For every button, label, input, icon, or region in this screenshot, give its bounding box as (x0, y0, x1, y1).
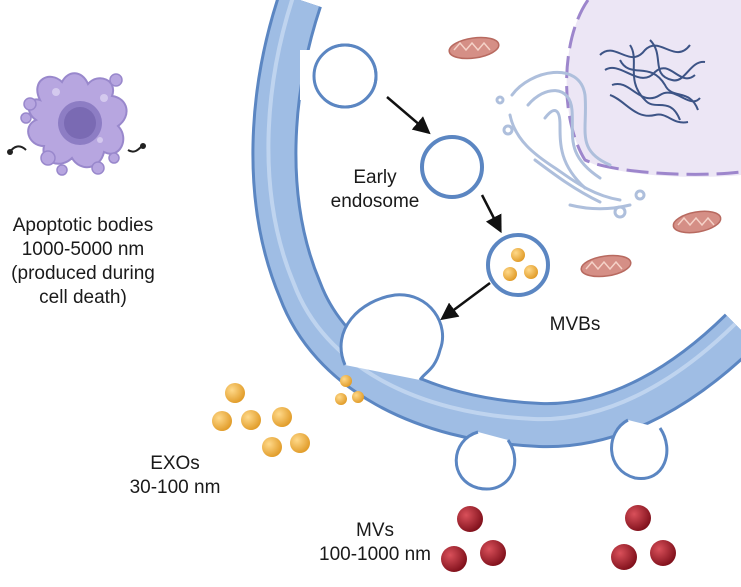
apoptotic-bodies-label: Apoptotic bodies 1000-5000 nm (produced … (0, 214, 166, 310)
apoptotic-label-line-2: 1000-5000 nm (21, 239, 145, 260)
apoptotic-label-line-1: Apoptotic bodies (12, 215, 154, 236)
exos-label: EXOs 30-100 nm (125, 452, 225, 500)
mvs-label-line-2: 100-1000 nm (319, 544, 431, 565)
mvs-label: MVs 100-1000 nm (310, 519, 440, 567)
arrow-to-membrane (440, 281, 491, 321)
arrow-to-mvb (480, 194, 502, 234)
microvesicles-left (441, 506, 506, 572)
exosome-cluster (212, 383, 310, 457)
microvesicles-right (611, 505, 676, 570)
nucleus (565, 0, 741, 177)
endocytic-bud (300, 43, 378, 109)
mitochondrion-1 (448, 36, 500, 60)
mv-bud-left (454, 430, 517, 491)
chromatin (599, 39, 706, 124)
apoptotic-label-line-4: cell death) (39, 287, 127, 308)
early-endosome-label: Early endosome (330, 166, 420, 214)
mvb-vesicle (486, 233, 550, 297)
mvs-label-line-1: MVs (356, 520, 394, 541)
early-endosome-label-line-2: endosome (330, 191, 420, 212)
apoptotic-body (7, 72, 146, 176)
exos-label-line-1: EXOs (150, 453, 200, 474)
exos-label-line-2: 30-100 nm (129, 477, 221, 498)
mitochondrion-3 (580, 254, 632, 278)
plasma-membrane (251, 0, 741, 449)
early-endosome-label-line-1: Early (353, 167, 397, 188)
arrow-to-early-endosome (386, 96, 431, 135)
mitochondrion-2 (672, 210, 722, 234)
apoptotic-label-line-3: (produced during (11, 263, 155, 284)
exosomes-near-membrane (335, 375, 364, 405)
golgi-apparatus (495, 70, 646, 219)
mvb-fusion-pocket (339, 293, 445, 381)
mvbs-label: MVBs (540, 313, 610, 337)
mv-bud-right (610, 418, 669, 480)
mvbs-label-text: MVBs (549, 314, 601, 335)
early-endosome-vesicle (420, 135, 484, 199)
